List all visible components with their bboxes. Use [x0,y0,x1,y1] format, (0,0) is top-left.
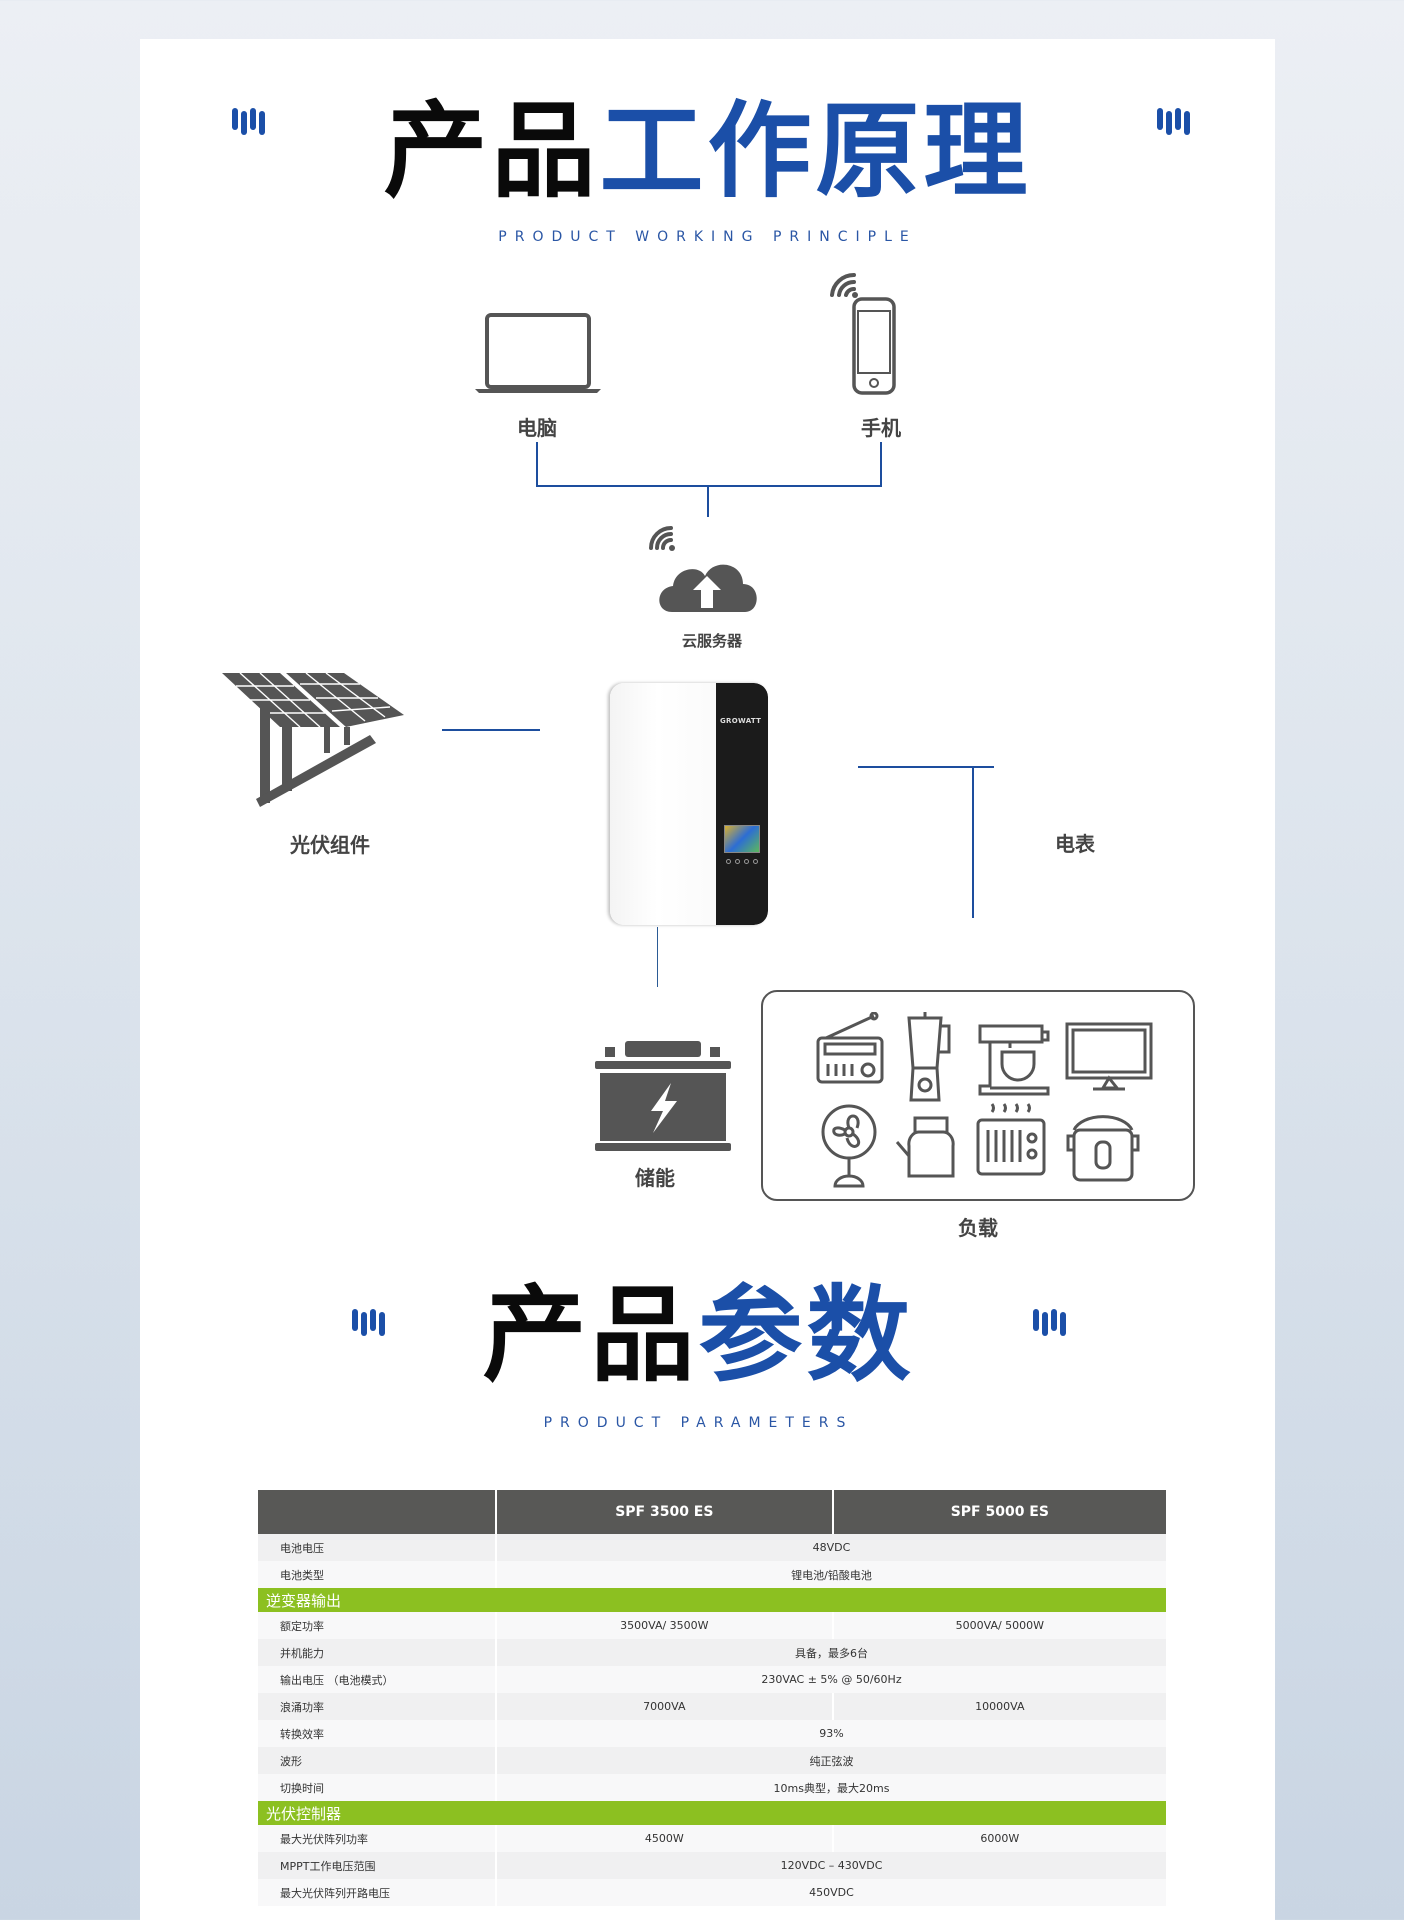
title-black-part: 产品 [383,90,600,212]
section-label: 光伏控制器 [258,1801,1166,1825]
title-blue-part: 参数 [698,1274,915,1396]
decor-bars-icon [1157,107,1190,135]
inverter-brand: GROWATT [720,717,762,725]
inverter-dark-panel: GROWATT [716,683,768,925]
header-cell [258,1490,496,1534]
connector-line [442,729,540,731]
inverter-buttons [726,859,758,869]
row-value: 具备，最多6台 [495,1639,1166,1666]
radio-icon [816,1012,884,1084]
section-title-working-principle: 产品工作原理 [140,91,1275,211]
section-subtitle: PRODUCT PARAMETERS [543,1415,854,1431]
row-key: 并机能力 [258,1639,496,1666]
inverter-screen [724,825,760,853]
row-value: 120VDC – 430VDC [495,1852,1166,1879]
solar-panel-icon [222,672,404,807]
decor-bars-icon [232,107,265,135]
connector-line [972,766,974,918]
cloud-server-label: 云服务器 [681,632,743,650]
connector-line [536,485,882,487]
row-key: 电池电压 [258,1534,496,1561]
loads-box [761,990,1195,1201]
fan-icon [821,1104,877,1188]
connector-line [707,485,709,517]
row-value: 锂电池/铅酸电池 [495,1561,1166,1588]
connector-line [858,766,994,768]
table-row: 电池类型锂电池/铅酸电池 [258,1561,1166,1588]
row-value: 48VDC [495,1534,1166,1561]
laptop-icon [475,313,601,393]
decor-bars-icon [1033,1308,1066,1336]
table-section-row: 逆变器输出 [258,1588,1166,1612]
connector-line [657,927,658,987]
table-row: 输出电压 （电池模式）230VAC ± 5% @ 50/60Hz [258,1666,1166,1693]
row-value-a: 4500W [495,1825,833,1852]
stand-mixer-icon [978,1024,1050,1096]
header-cell: SPF 3500 ES [495,1490,833,1534]
row-key: 浪涌功率 [258,1693,496,1720]
cloud-server-icon [649,526,757,612]
row-value-b: 6000W [831,1825,1166,1852]
row-key: 额定功率 [258,1612,496,1639]
row-value-a: 7000VA [495,1693,833,1720]
row-value-a: 3500VA/ 3500W [495,1612,833,1639]
row-key: 电池类型 [258,1561,496,1588]
connector-line [536,442,538,486]
row-key: MPPT工作电压范围 [258,1852,496,1879]
inverter-device: GROWATT [610,683,768,925]
section-subtitle: PRODUCT WORKING PRINCIPLE [498,229,917,245]
row-value-b: 10000VA [831,1693,1166,1720]
row-value: 纯正弦波 [495,1747,1166,1774]
row-key: 转换效率 [258,1720,496,1747]
toaster-icon [976,1103,1046,1176]
connector-line [880,442,882,486]
decor-bars-icon [352,1308,385,1336]
table-row: 波形纯正弦波 [258,1747,1166,1774]
section-title-parameters: 产品参数 [131,1275,1266,1395]
blender-icon [907,1012,951,1102]
row-key: 最大光伏阵列功率 [258,1825,496,1852]
title-black-part: 产品 [482,1274,699,1396]
table-header-row: SPF 3500 ES SPF 5000 ES [258,1490,1166,1534]
row-key: 最大光伏阵列开路电压 [258,1879,496,1906]
row-value: 230VAC ± 5% @ 50/60Hz [495,1666,1166,1693]
phone-wifi-icon [830,272,896,395]
load-label: 负载 [958,1216,998,1240]
section-label: 逆变器输出 [258,1588,1166,1612]
title-blue-part: 工作原理 [599,90,1032,212]
row-key: 波形 [258,1747,496,1774]
row-value: 10ms典型，最大20ms [495,1774,1166,1801]
phone-label: 手机 [861,416,901,440]
row-key: 切换时间 [258,1774,496,1801]
kettle-icon [895,1116,955,1178]
header-cell: SPF 5000 ES [831,1490,1166,1534]
monitor-icon [1065,1022,1153,1091]
computer-label: 电脑 [517,416,557,440]
table-section-row: 光伏控制器 [258,1801,1166,1825]
table-row: 并机能力具备，最多6台 [258,1639,1166,1666]
pv-module-label: 光伏组件 [290,833,370,857]
row-value: 93% [495,1720,1166,1747]
storage-label: 储能 [635,1166,675,1190]
battery-storage-icon [595,1041,731,1151]
row-value-b: 5000VA/ 5000W [831,1612,1166,1639]
row-value: 450VDC [495,1879,1166,1906]
row-key: 输出电压 （电池模式） [258,1666,496,1693]
meter-label: 电表 [1055,832,1095,856]
rice-cooker-icon [1066,1115,1140,1182]
